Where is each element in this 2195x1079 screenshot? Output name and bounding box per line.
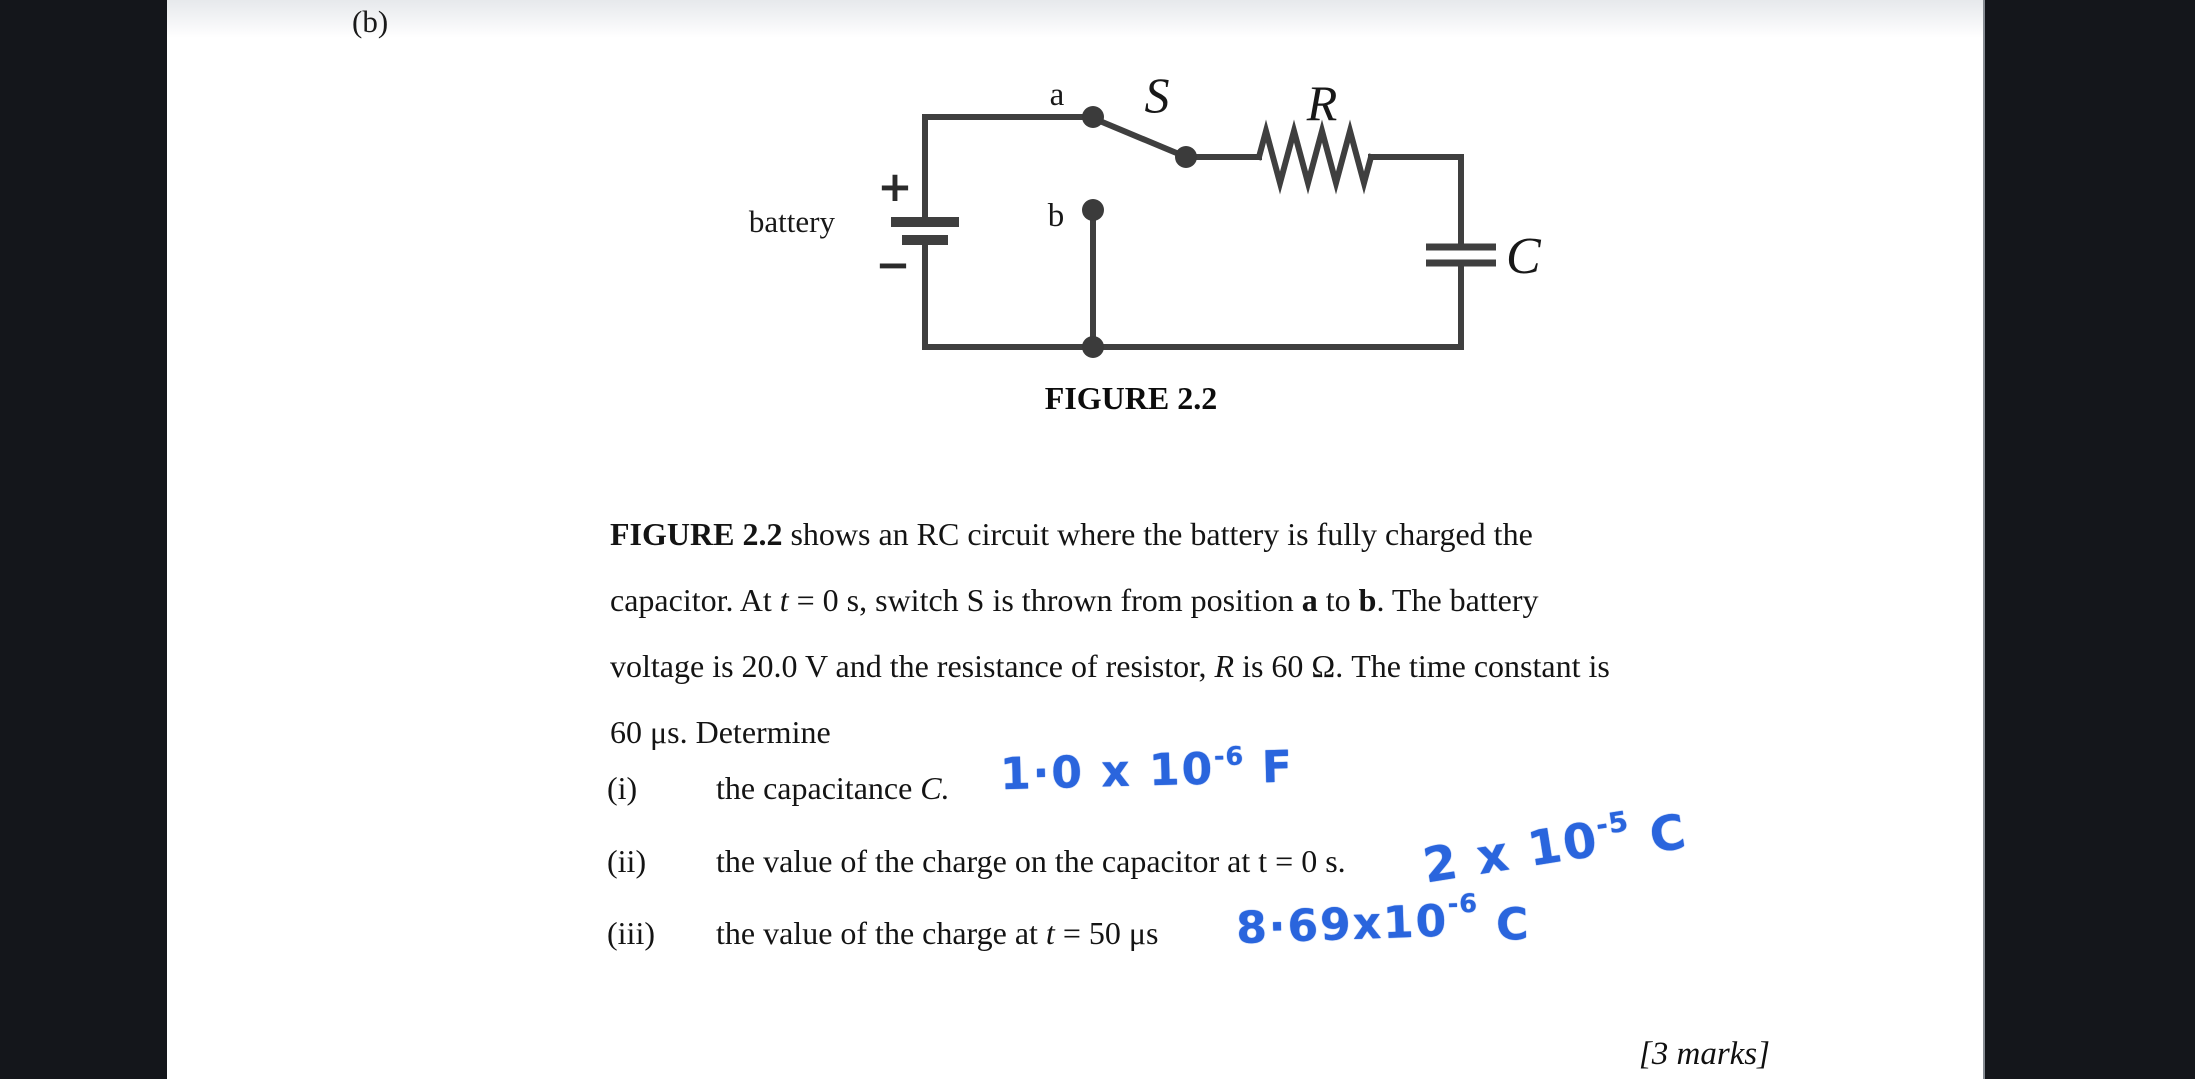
line2-var-t: t [779, 582, 789, 618]
line2-text-d: . The battery [1376, 582, 1539, 618]
question-iii-text: the value of the charge at t = 50 μs [716, 915, 1158, 952]
question-i-body: the capacitance [716, 770, 921, 806]
marks-allocation: [3 marks] [1638, 1036, 1770, 1072]
switch-arm [1091, 115, 1190, 161]
contact-b-label: b [1048, 198, 1065, 234]
contact-a-label: a [1050, 77, 1065, 113]
resistor-r-label: R [1306, 75, 1338, 131]
line2-pos-b: b [1358, 582, 1377, 618]
battery-label: battery [749, 204, 836, 239]
line2-text-c: to [1317, 582, 1359, 618]
answer-iii-mantissa: 8·69x10 [1235, 895, 1450, 955]
question-ii-marker: (ii) [607, 843, 647, 879]
handwritten-answer-i: 1·0 x 10-6 F [999, 740, 1294, 800]
question-iii-body: the value of the charge at [716, 915, 1046, 951]
handwritten-answer-iii: 8·69x10-6 C [1235, 887, 1531, 954]
question-iii-marker: (iii) [607, 915, 655, 951]
figure-ref-bold: FIGURE 2.2 [610, 516, 783, 552]
answer-iii-exponent: -6 [1447, 888, 1479, 920]
right-letterbox-bar [1983, 0, 2195, 1079]
line2-pos-a: a [1301, 582, 1318, 618]
line2-text-b: = 0 s, switch S is thrown from position [788, 582, 1302, 618]
line2-text-a: capacitor. At [610, 582, 780, 618]
left-letterbox-bar [0, 0, 167, 1079]
line3-text-b: is 60 Ω. The time constant is [1234, 648, 1610, 684]
question-i-text: the capacitance C. [716, 770, 950, 807]
paragraph-line-3: voltage is 20.0 V and the resistance of … [610, 648, 1610, 685]
battery-plus-sign: + [877, 162, 912, 211]
answer-i-unit: F [1243, 741, 1295, 794]
switch-s-label: S [1145, 67, 1170, 123]
question-i-marker: (i) [607, 770, 638, 806]
answer-iii-unit: C [1477, 898, 1532, 952]
switch-pivot-dot [1175, 146, 1197, 168]
line3-text-a: voltage is 20.0 V and the resistance of … [610, 648, 1215, 684]
answer-ii-exponent: -5 [1593, 804, 1632, 843]
document-page [167, 0, 1983, 1079]
paragraph-line-1: FIGURE 2.2 shows an RC circuit where the… [610, 516, 1533, 553]
switch-contact-b-dot [1082, 199, 1104, 221]
capacitor-c-label: C [1506, 228, 1542, 285]
question-iii-var-t: t [1045, 915, 1055, 951]
switch-contact-a-dot [1082, 106, 1104, 128]
rc-circuit-diagram: + − battery a b S R C [749, 67, 1542, 358]
question-iii-body-b: = 50 μs [1054, 915, 1159, 951]
paragraph-line-4: 60 μs. Determine [610, 714, 831, 750]
question-ii-text: the value of the charge on the capacitor… [716, 843, 1346, 879]
answer-i-mantissa: 1·0 x 10 [999, 743, 1215, 801]
section-label: (b) [352, 4, 389, 39]
resistor-zigzag [1255, 119, 1375, 195]
resistor-to-capacitor-wire [1368, 154, 1464, 250]
question-i-symbol: C. [920, 770, 950, 806]
line3-var-r: R [1214, 648, 1235, 684]
paragraph-line-2: capacitor. At t = 0 s, switch S is throw… [610, 582, 1538, 619]
answer-ii-unit: C [1627, 803, 1692, 868]
answer-i-exponent: -6 [1213, 741, 1245, 773]
line1-text: shows an RC circuit where the battery is… [782, 516, 1533, 552]
battery-minus-sign: − [875, 240, 910, 289]
figure-caption: FIGURE 2.2 [1044, 380, 1218, 416]
bottom-junction-dot [1082, 336, 1104, 358]
